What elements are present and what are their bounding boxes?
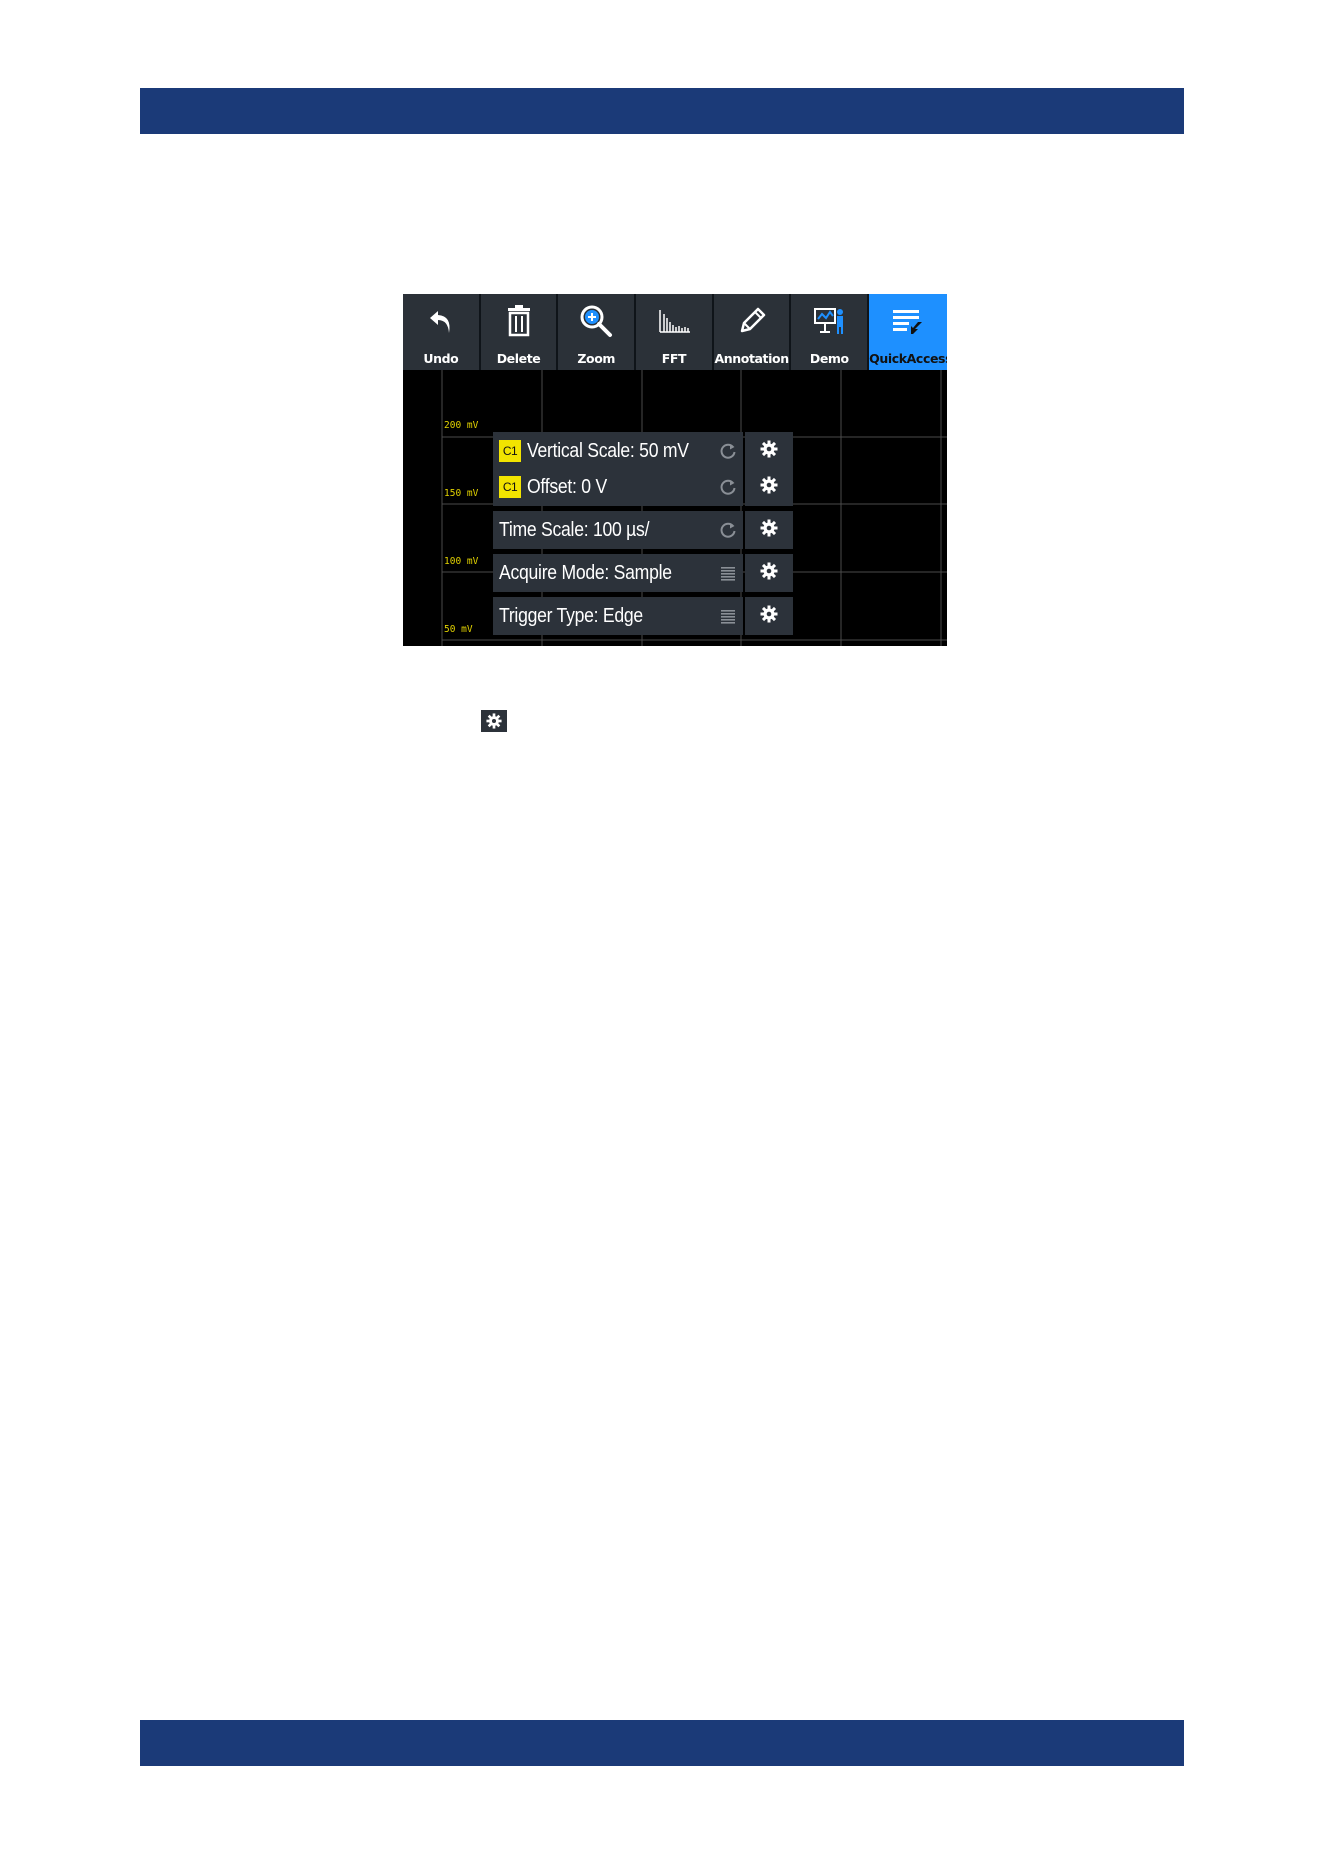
y-axis-label: 150 mV: [444, 488, 478, 499]
settings-gear-button[interactable]: [745, 511, 793, 549]
undo-icon: [423, 303, 459, 339]
settings-gear-button[interactable]: [745, 597, 793, 635]
undo-label: Undo: [403, 351, 479, 366]
inline-gear-icon: [481, 710, 507, 732]
annotation-label: Annotation: [714, 351, 790, 366]
quick-access-setting[interactable]: Time Scale: 100 µs/: [493, 511, 743, 549]
fft-button[interactable]: FFT: [636, 294, 714, 370]
settings-gear-button[interactable]: [745, 468, 793, 506]
setting-text: Time Scale: 100 µs/: [499, 519, 649, 542]
footer-band: [140, 1720, 1184, 1766]
settings-gear-button[interactable]: [745, 554, 793, 592]
fft-label: FFT: [636, 351, 712, 366]
demo-icon: [811, 303, 847, 339]
zoom-label: Zoom: [558, 351, 634, 366]
settings-gear-button[interactable]: [745, 432, 793, 470]
undo-button[interactable]: Undo: [403, 294, 481, 370]
demo-button[interactable]: Demo: [791, 294, 869, 370]
quick-access-setting[interactable]: Trigger Type: Edge: [493, 597, 743, 635]
fft-icon: [656, 303, 692, 339]
reset-icon[interactable]: [719, 478, 737, 496]
gear-icon: [760, 440, 778, 463]
channel-badge: C1: [499, 476, 521, 498]
reset-icon[interactable]: [719, 521, 737, 539]
y-axis-label: 200 mV: [444, 420, 478, 431]
demo-label: Demo: [791, 351, 867, 366]
gear-icon: [760, 605, 778, 628]
trash-icon: [501, 303, 537, 339]
oscilloscope-screenshot: Undo Delete Zoom FFT Annotation: [403, 294, 947, 646]
pencil-icon: [734, 303, 770, 339]
quick-access-item-vertical-scale[interactable]: C1 Vertical Scale: 50 mV: [493, 432, 793, 472]
y-axis-label: 100 mV: [444, 556, 478, 567]
setting-text: Trigger Type: Edge: [499, 605, 643, 628]
channel-badge: C1: [499, 440, 521, 462]
toolbar: Undo Delete Zoom FFT Annotation: [403, 294, 947, 370]
y-axis-label: 50 mV: [444, 624, 473, 635]
quick-access-item-offset[interactable]: C1 Offset: 0 V: [493, 468, 793, 508]
gear-icon: [760, 476, 778, 499]
gear-icon: [760, 562, 778, 585]
reset-icon[interactable]: [719, 442, 737, 460]
header-band: [140, 88, 1184, 134]
annotation-button[interactable]: Annotation: [714, 294, 792, 370]
setting-text: Offset: 0 V: [527, 476, 607, 499]
quick-access-setting[interactable]: C1 Offset: 0 V: [493, 468, 743, 506]
delete-label: Delete: [481, 351, 557, 366]
waveform-area[interactable]: 200 mV 150 mV 100 mV 50 mV C1 Vertical S…: [403, 370, 947, 646]
setting-text: Vertical Scale: 50 mV: [527, 440, 689, 463]
list-icon[interactable]: [719, 607, 737, 625]
gear-icon: [760, 519, 778, 542]
quick-access-item-acquire-mode[interactable]: Acquire Mode: Sample: [493, 554, 793, 594]
zoom-icon: [578, 303, 614, 339]
quick-access-setting[interactable]: C1 Vertical Scale: 50 mV: [493, 432, 743, 470]
setting-text: Acquire Mode: Sample: [499, 562, 672, 585]
quickaccess-button[interactable]: QuickAccess: [869, 294, 947, 370]
zoom-button[interactable]: Zoom: [558, 294, 636, 370]
quick-access-setting[interactable]: Acquire Mode: Sample: [493, 554, 743, 592]
quick-access-item-trigger-type[interactable]: Trigger Type: Edge: [493, 597, 793, 637]
quick-access-item-time-scale[interactable]: Time Scale: 100 µs/: [493, 511, 793, 551]
list-icon[interactable]: [719, 564, 737, 582]
delete-button[interactable]: Delete: [481, 294, 559, 370]
quickaccess-icon: [890, 303, 926, 339]
quickaccess-label: QuickAccess: [869, 351, 947, 366]
